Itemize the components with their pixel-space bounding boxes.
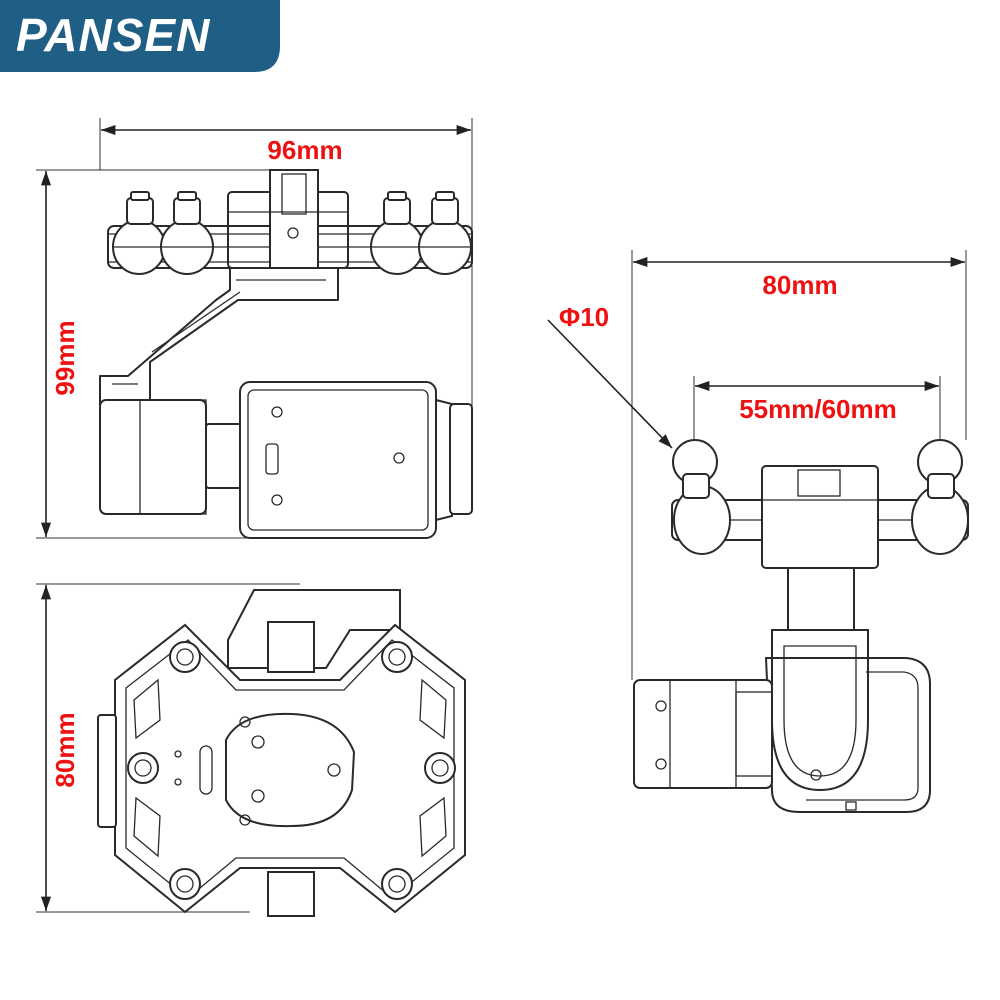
damper-diameter-label: Φ10 bbox=[559, 302, 609, 332]
bottom-height-label: 80mm bbox=[50, 712, 80, 787]
damper-leader-line bbox=[547, 319, 673, 449]
bottom-view: 80mm bbox=[36, 583, 466, 917]
side-height-label: 99mm bbox=[50, 320, 80, 395]
brand-badge: PANSEN bbox=[0, 0, 280, 72]
front-width-label: 80mm bbox=[762, 270, 837, 300]
front-inner-width-label: 55mm/60mm bbox=[739, 394, 897, 424]
side-width-label: 96mm bbox=[267, 135, 342, 165]
brand-logo-text: PANSEN bbox=[16, 9, 211, 61]
front-view: 80mm 55mm/60mm Φ10 bbox=[547, 250, 969, 813]
side-view: 96mm 99mm bbox=[36, 118, 473, 539]
